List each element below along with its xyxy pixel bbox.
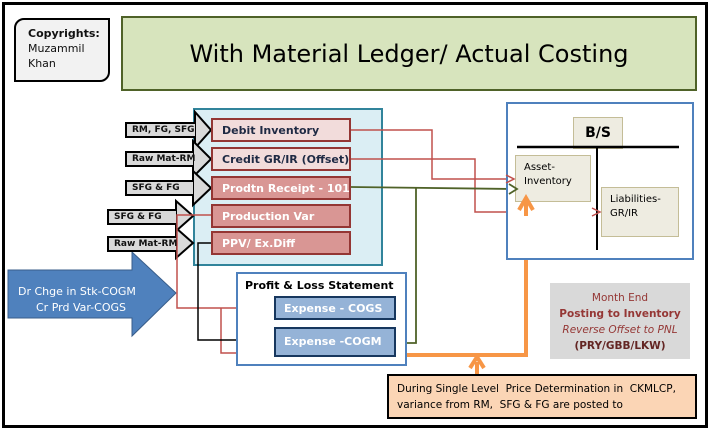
flow-ppv-to-cogm xyxy=(197,242,272,340)
big-arrow-label: Dr Chge in Stk-COGM Cr Prd Var-COGS xyxy=(18,284,136,316)
source-tag: Raw Mat-RM xyxy=(107,236,177,252)
ckmlcp-note: During Single Level Price Determination … xyxy=(387,374,697,419)
expense-cogs: Expense - COGS xyxy=(274,296,396,320)
month-end-box: Month End Posting to Inventory Reverse O… xyxy=(550,283,690,359)
liability-line2: GR/IR xyxy=(610,208,638,219)
copyright-label: Copyrights: xyxy=(28,27,100,40)
big-arrow-line1: Dr Chge in Stk-COGM xyxy=(18,285,136,298)
entry-credit-grir: Credit GR/IR (Offset) xyxy=(211,147,351,171)
asset-line2: Inventory xyxy=(524,176,572,187)
entry-production-var: Production Var xyxy=(211,204,351,228)
diagram-title: With Material Ledger/ Actual Costing xyxy=(121,16,697,91)
source-tag: RM, FG, SFG xyxy=(125,122,195,138)
asset-inventory-box: Asset- Inventory xyxy=(515,155,591,202)
month-end-line1: Month End xyxy=(591,292,649,304)
liabilities-grir-box: Liabilities- GR/IR xyxy=(601,187,679,237)
source-tag: Raw Mat-RM xyxy=(125,151,195,167)
note-line1: During Single Level Price Determination … xyxy=(397,383,676,395)
expense-cogm: Expense -COGM xyxy=(274,327,396,357)
month-end-line2: Posting to Inventory xyxy=(559,308,681,320)
big-arrow-line2: Cr Prd Var-COGS xyxy=(36,301,126,314)
copyright-box: Copyrights: Muzammil Khan xyxy=(14,18,110,82)
month-end-line4: (PRY/GBB/LKW) xyxy=(574,340,666,352)
flow-prodvar-to-cogs xyxy=(176,214,272,308)
asset-line1: Asset- xyxy=(524,162,555,173)
source-tag-arrowheads xyxy=(175,109,213,261)
source-tag: SFG & FG xyxy=(125,180,193,196)
note-line2: variance from RM, SFG & FG are posted to xyxy=(397,399,623,411)
orange-arrowhead-note xyxy=(468,353,486,370)
source-tag: SFG & FG xyxy=(107,209,176,225)
flow-cogm-to-asset xyxy=(396,216,528,357)
month-end-line3: Reverse Offset to PNL xyxy=(562,324,678,336)
entry-prodtn-receipt: Prodtn Receipt - 101 xyxy=(211,176,351,200)
entry-debit-inventory: Debit Inventory xyxy=(211,118,351,142)
flow-receipt-to-asset xyxy=(350,187,513,189)
entry-ppv-exdiff: PPV/ Ex.Diff xyxy=(211,231,351,255)
copyright-author-line2: Khan xyxy=(28,57,56,70)
big-arrow-shape xyxy=(7,250,177,338)
copyright-author-line1: Muzammil xyxy=(28,42,85,55)
liability-line1: Liabilities- xyxy=(610,194,661,205)
balance-sheet-title: B/S xyxy=(573,117,623,149)
flow-debit-to-asset xyxy=(351,129,513,179)
profit-loss-title: Profit & Loss Statement xyxy=(245,279,394,292)
